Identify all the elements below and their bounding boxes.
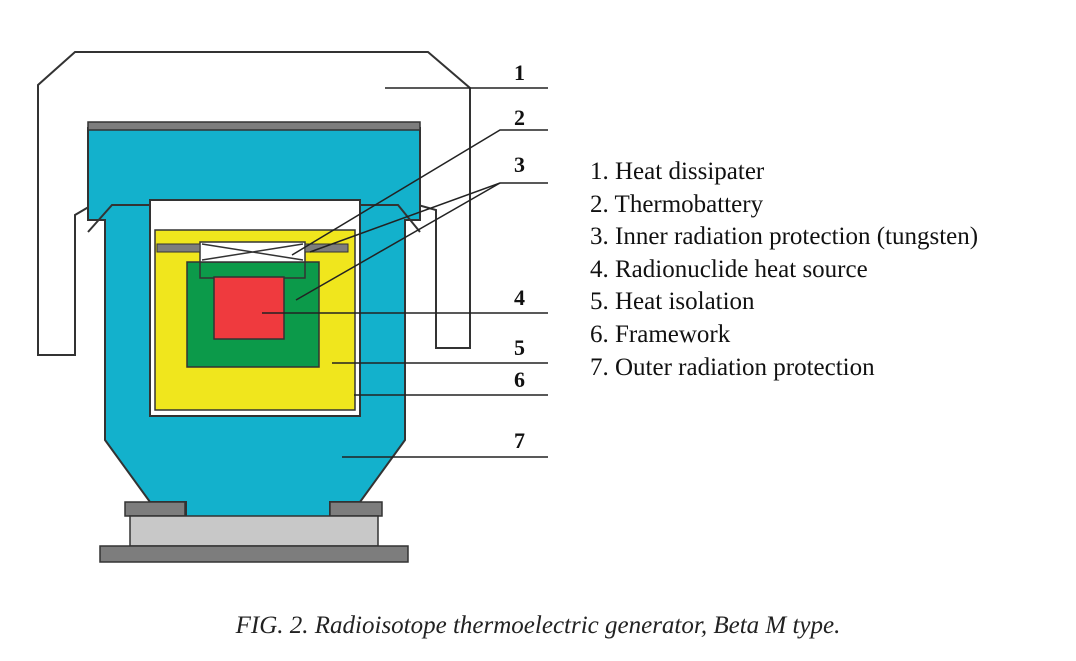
leader-line-3b <box>295 182 501 301</box>
thermobattery-cross <box>201 243 304 261</box>
base-upper-right <box>329 501 383 517</box>
callout-2: 2 <box>514 105 525 130</box>
callout-7: 7 <box>514 428 525 453</box>
rtg-diagram: 1 2 3 4 5 6 7 <box>37 51 548 563</box>
shim-left <box>156 243 201 253</box>
leader-line-2 <box>291 129 548 256</box>
legend: 1. Heat dissipater 2. Thermobattery 3. I… <box>590 156 978 384</box>
legend-item-inner-radiation-protection: 3. Inner radiation protection (tungsten) <box>590 223 979 251</box>
callout-1: 1 <box>514 60 525 85</box>
callout-6: 6 <box>514 367 525 392</box>
radionuclide-heat-source <box>213 276 285 340</box>
base-middle <box>129 515 379 547</box>
legend-item-outer-radiation-protection: 7. Outer radiation protection <box>590 353 875 381</box>
callout-5: 5 <box>514 335 525 360</box>
legend-item-thermobattery: 2. Thermobattery <box>590 190 764 218</box>
callout-3: 3 <box>514 152 525 177</box>
legend-item-radionuclide-heat-source: 4. Radionuclide heat source <box>590 255 868 283</box>
legend-item-framework: 6. Framework <box>590 320 731 348</box>
figure-caption: FIG. 2. Radioisotope thermoelectric gene… <box>235 612 841 639</box>
legend-item-heat-isolation: 5. Heat isolation <box>590 288 755 316</box>
callout-4: 4 <box>514 285 525 310</box>
legend-item-heat-dissipater: 1. Heat dissipater <box>590 158 765 185</box>
top-plate <box>87 121 421 131</box>
base-upper-left <box>124 501 186 517</box>
base-plate <box>99 545 409 563</box>
inner-protection-cap <box>199 261 306 279</box>
